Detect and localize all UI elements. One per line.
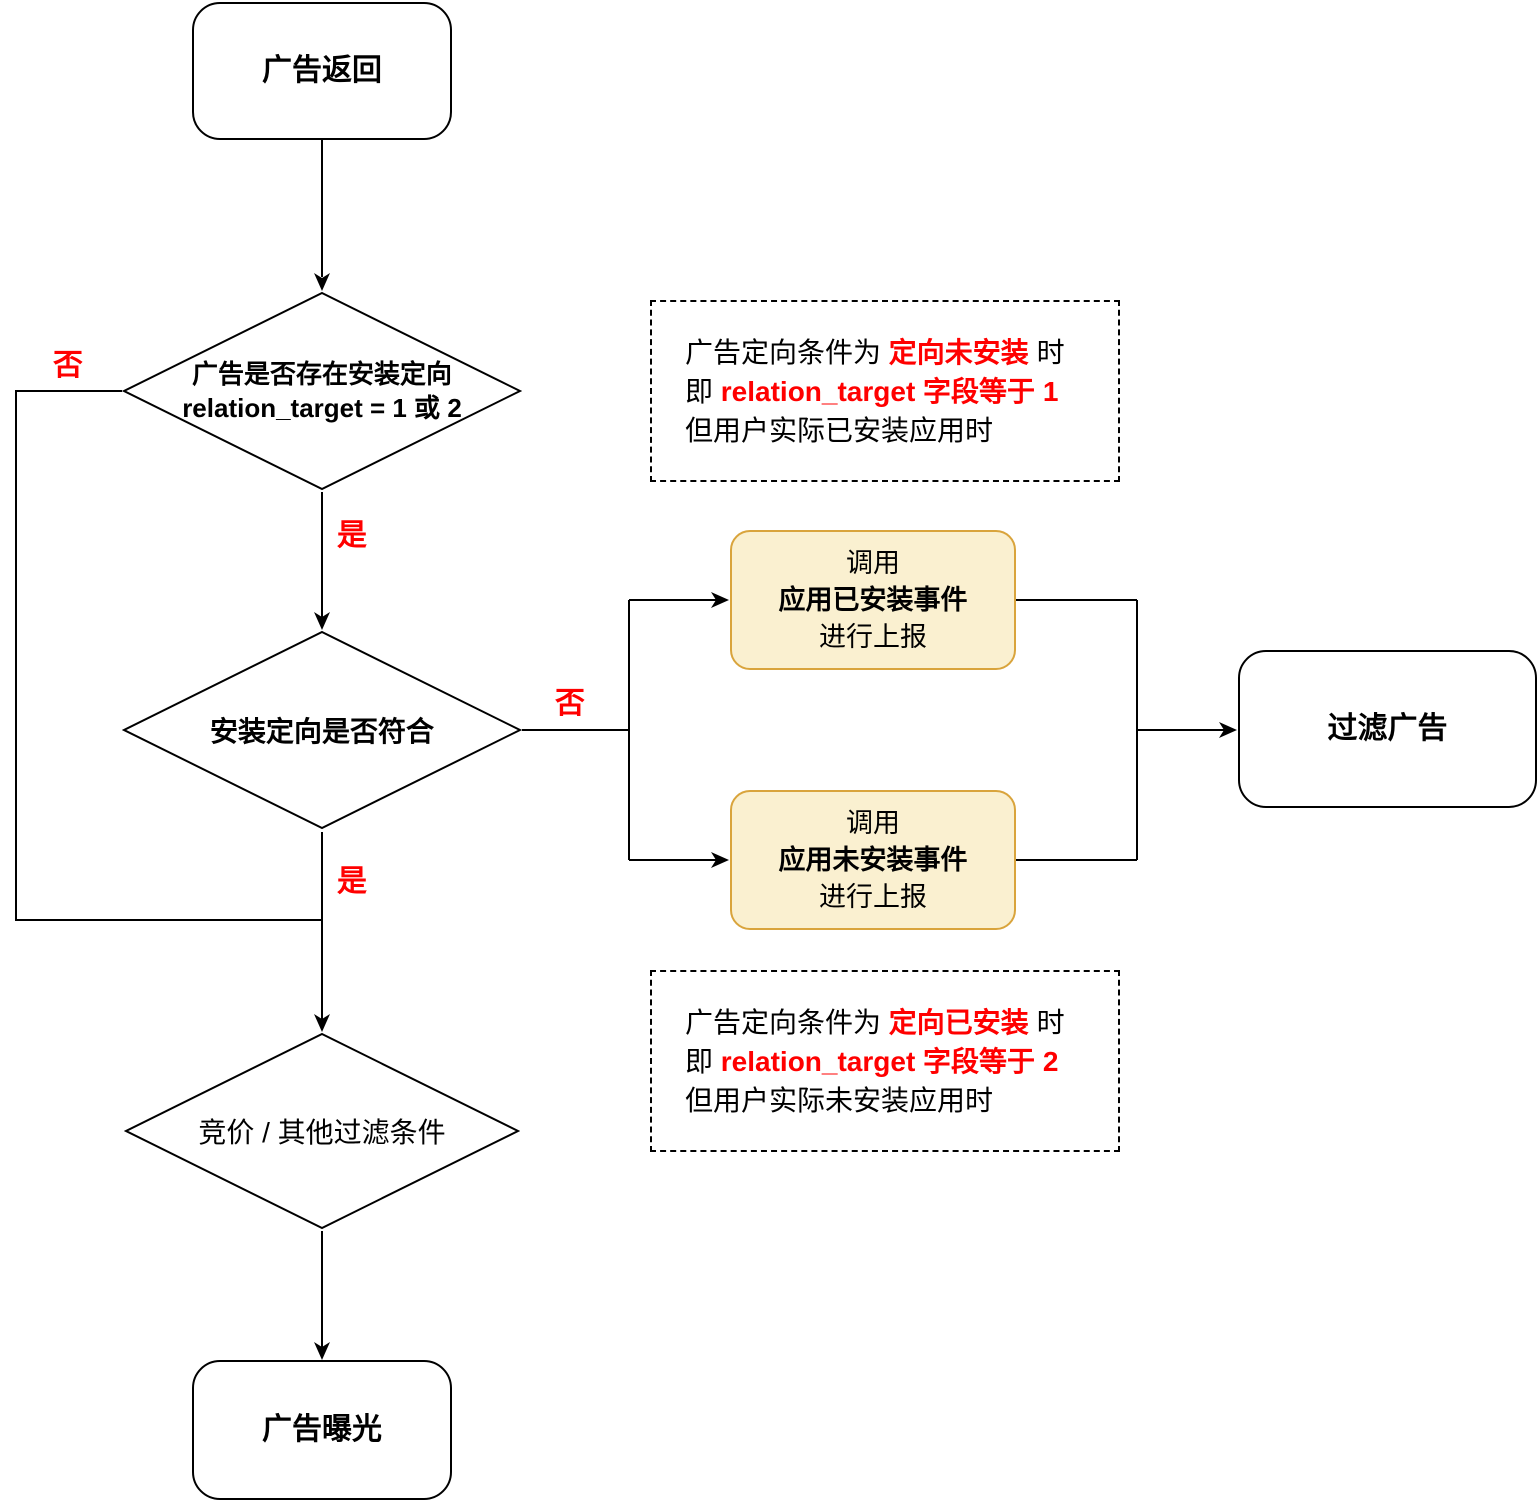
report-not-installed-line1: 调用 [846, 807, 900, 838]
edge-label-decision1-no: 否 [53, 349, 83, 382]
edge-label-decision2-no: 否 [555, 687, 585, 720]
report-not-installed-event-node: 调用 应用未安装事件 进行上报 [730, 790, 1016, 930]
note1-line1: 广告定向条件为 定向未安装 时 [685, 333, 1110, 372]
decision-bidding-filter-label: 竞价 / 其他过滤条件 [124, 1032, 520, 1230]
note-targeting-installed: 广告定向条件为 定向已安装 时 即 relation_target 字段等于 2… [650, 970, 1120, 1152]
start-node-ad-return: 广告返回 [192, 2, 452, 140]
note2-line3: 但用户实际未安装应用时 [685, 1084, 994, 1116]
decision-targeting-match-text: 安装定向是否符合 [209, 716, 434, 747]
report-installed-event-node: 调用 应用已安装事件 进行上报 [730, 530, 1016, 670]
note1-line2-prefix: 即 [685, 375, 721, 407]
arrowhead-into-exposure [314, 1342, 330, 1360]
note2-line1: 广告定向条件为 定向已安装 时 [685, 1003, 1110, 1042]
decision-install-targeting-line2: relation_target = 1 或 2 [182, 393, 462, 423]
decision-targeting-match: 安装定向是否符合 [122, 630, 522, 830]
report-not-installed-line3: 进行上报 [819, 881, 927, 912]
decision-bidding-filter-shape [124, 1032, 520, 1230]
note2-line1-prefix: 广告定向条件为 [685, 1006, 889, 1038]
arrowhead-into-installed-event [711, 592, 729, 608]
decision-targeting-match-shape [122, 630, 522, 830]
note2-line2-prefix: 即 [685, 1045, 721, 1077]
note1-line1-suffix: 时 [1028, 336, 1065, 368]
edge-label-decision1-yes: 是 [337, 519, 367, 552]
ad-exposure-node: 广告曝光 [192, 1360, 452, 1500]
note1-line2: 即 relation_target 字段等于 1 [685, 372, 1110, 411]
start-node-label: 广告返回 [262, 54, 382, 87]
decision-install-targeting-label: 广告是否存在安装定向 relation_target = 1 或 2 [122, 291, 522, 491]
report-not-installed-line2: 应用未安装事件 [778, 844, 968, 875]
arrowhead-into-filter-ad [1219, 722, 1237, 738]
note1-line3: 但用户实际已安装应用时 [685, 414, 994, 446]
decision-install-targeting-shape [122, 291, 522, 491]
edge-label-decision2-yes: 是 [337, 865, 367, 898]
arrowhead-into-not-installed-event [711, 852, 729, 868]
arrowhead-into-decision1 [314, 273, 330, 291]
filter-ad-node: 过滤广告 [1238, 650, 1537, 808]
decision-targeting-match-label: 安装定向是否符合 [122, 630, 522, 830]
note2-line1-highlight: 定向已安装 [888, 1006, 1029, 1038]
arrowhead-into-decision2 [314, 612, 330, 630]
note1-line2-highlight: relation_target 字段等于 1 [720, 375, 1059, 407]
decision-install-targeting: 广告是否存在安装定向 relation_target = 1 或 2 [122, 291, 522, 491]
note2-line1-suffix: 时 [1028, 1006, 1065, 1038]
arrowhead-into-decision3 [314, 1014, 330, 1032]
report-installed-line2: 应用已安装事件 [778, 584, 968, 615]
decision-bidding-filter: 竞价 / 其他过滤条件 [124, 1032, 520, 1230]
report-installed-line1: 调用 [846, 547, 900, 578]
note-targeting-not-installed: 广告定向条件为 定向未安装 时 即 relation_target 字段等于 1… [650, 300, 1120, 482]
note1-line1-prefix: 广告定向条件为 [685, 336, 889, 368]
filter-ad-label: 过滤广告 [1327, 712, 1448, 745]
note1-line1-highlight: 定向未安装 [888, 336, 1029, 368]
note2-line2: 即 relation_target 字段等于 2 [685, 1042, 1110, 1081]
decision-install-targeting-line1: 广告是否存在安装定向 [191, 359, 452, 389]
edge-decision1-no-loop [15, 390, 322, 921]
ad-exposure-label: 广告曝光 [262, 1413, 382, 1446]
report-installed-line3: 进行上报 [819, 621, 927, 652]
note2-line2-highlight: relation_target 字段等于 2 [720, 1045, 1059, 1077]
decision-bidding-filter-text: 竞价 / 其他过滤条件 [198, 1117, 446, 1148]
